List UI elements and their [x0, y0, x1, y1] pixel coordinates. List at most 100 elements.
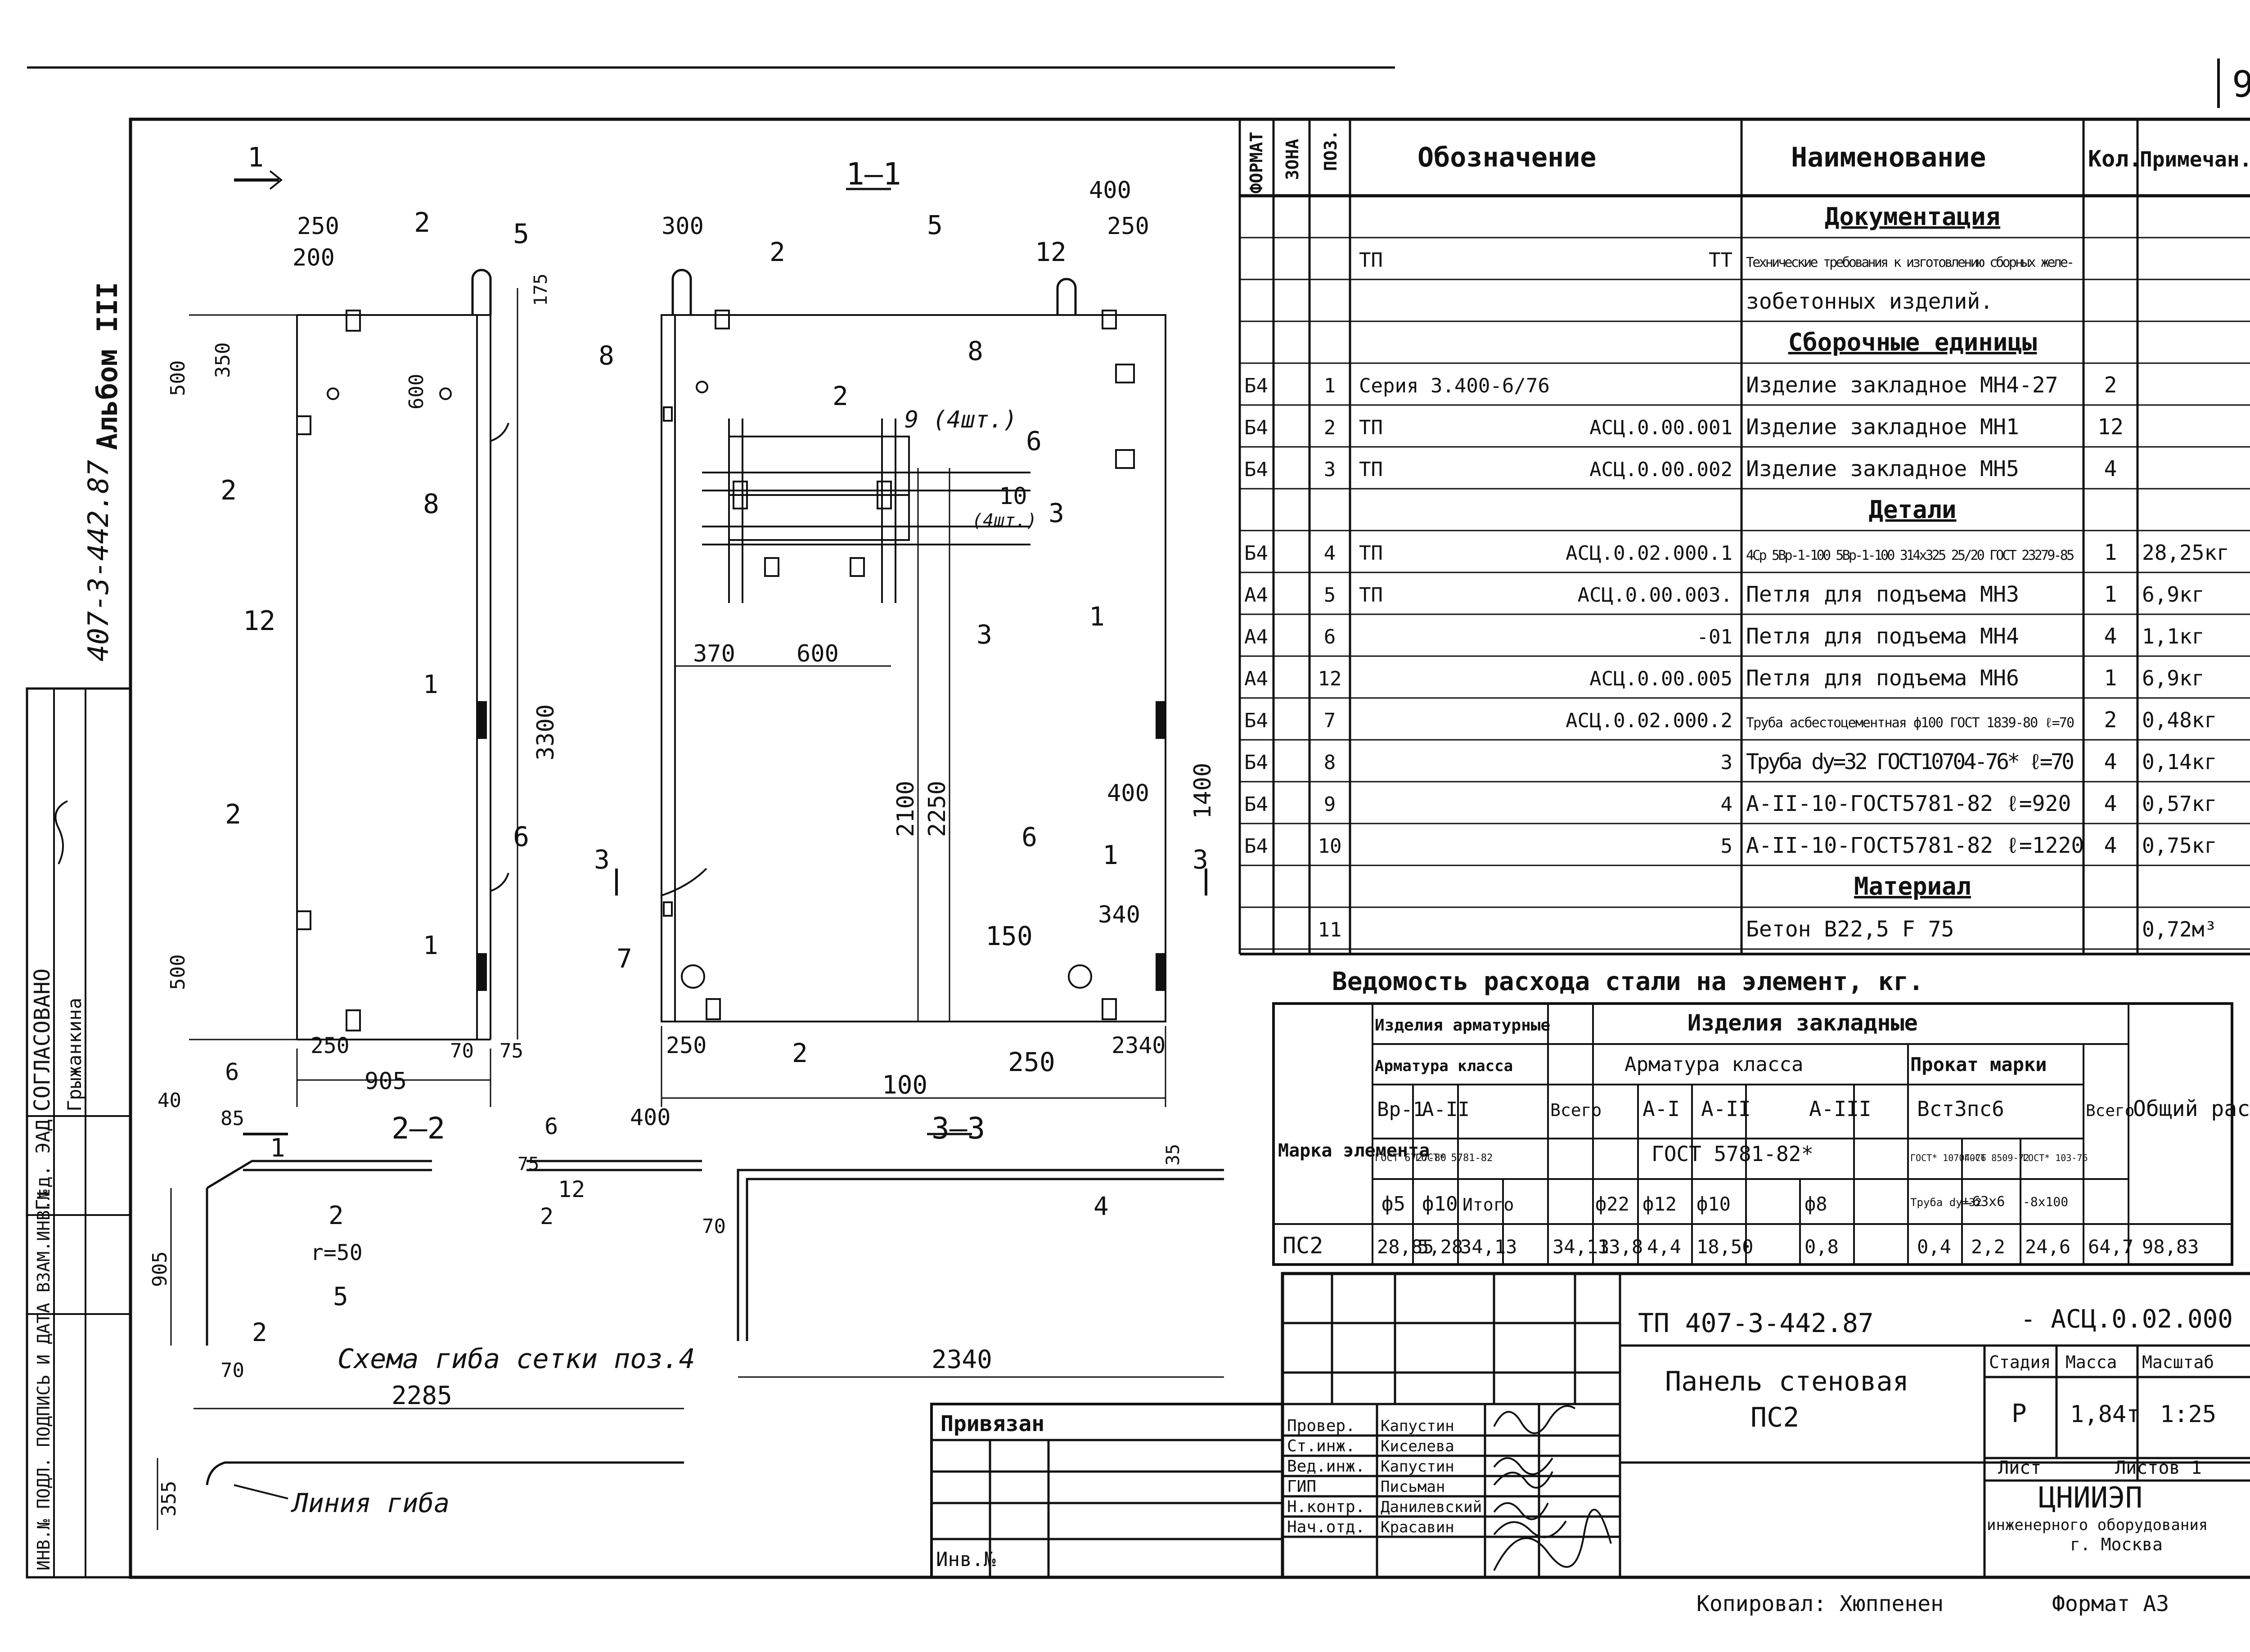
tb-person: Письман: [1381, 1478, 1445, 1496]
steel-h-d10b: ф10: [1696, 1193, 1731, 1215]
spec-pos: 11: [1318, 918, 1342, 941]
section2-dim-75: 75: [518, 1154, 539, 1175]
steel-cell: 2,2: [1971, 1236, 2005, 1258]
view1-label-1: 1: [248, 142, 264, 173]
tb-person: Красавин: [1381, 1518, 1454, 1536]
tb-role: Нач.отд.: [1287, 1518, 1365, 1536]
spec-section-heading: Материал: [1854, 872, 1971, 900]
steel-h-vst: Вст3пс6: [1917, 1097, 2004, 1121]
section2-dim-905: 905: [148, 1251, 171, 1287]
spec-name: Бетон В22,5 F 75: [1746, 917, 1954, 942]
steel-cell: 0,8: [1804, 1236, 1839, 1258]
spec-designation-a: ТП: [1359, 458, 1383, 481]
view-front-dim-2340: 100: [882, 1071, 927, 1100]
spec-format: Б4: [1244, 835, 1268, 858]
view1-pos-12: 12: [243, 605, 275, 637]
tb-name2: ПС2: [1750, 1402, 1799, 1433]
section2-pos-5: 5: [333, 1282, 348, 1311]
spec-designation-b: АСЦ.0.00.002: [1589, 458, 1732, 481]
steel-h-all1: Всего: [1550, 1100, 1602, 1120]
view-front-dim-250c: 2340: [1112, 1032, 1166, 1058]
steel-h-gost2: ГОСТ* 5781-82: [1415, 1152, 1493, 1164]
spec-format: Б4: [1244, 542, 1268, 565]
spec-note: 0,72м³: [2142, 917, 2217, 941]
spec-pos: 5: [1324, 584, 1336, 607]
view1-pos-2c: 2: [225, 799, 241, 830]
spec-format: А4: [1244, 626, 1268, 648]
steel-h-embed: Изделия закладные: [1688, 1010, 1918, 1036]
view-front-pos-9: 9 (4шт.): [904, 406, 1017, 433]
spec-qty: 12: [2097, 414, 2124, 440]
section2-label-1: 1: [270, 1134, 285, 1163]
spec-designation-a: ТП: [1359, 416, 1383, 439]
steel-cell: 18,50: [1696, 1236, 1753, 1258]
tb-privyazan: Привязан: [940, 1411, 1044, 1436]
spec-designation-b: 5: [1721, 835, 1733, 858]
steel-h-gost1: ГОСТ 6727-80: [1375, 1152, 1446, 1164]
view-panel-front: [615, 188, 1207, 1135]
spec-section-heading: Детали: [1868, 495, 1956, 524]
view-front-pos-2: 2: [770, 237, 785, 267]
steel-h-gost5: ГОСТ 8509-72: [1964, 1152, 2030, 1163]
spec-qty: 4: [2104, 749, 2117, 774]
tb-format: Формат А3: [2052, 1591, 2169, 1616]
spec-h-name: Наименование: [1791, 142, 1986, 173]
spec-note: 0,57кг: [2142, 792, 2217, 816]
steel-h-d5: ф5: [1382, 1193, 1405, 1215]
spec-name: зобетонных изделий.: [1746, 289, 1993, 314]
spec-pos: 9: [1324, 793, 1336, 816]
spec-note: 1,1кг: [2142, 624, 2204, 648]
tb-org3: г. Москва: [2070, 1535, 2163, 1554]
view-front-dim-400: 400: [1089, 177, 1131, 204]
spec-qty: 4: [2104, 791, 2117, 816]
spec-designation-b: 4: [1721, 793, 1733, 816]
view-front-pos-8b: 8: [968, 336, 983, 366]
spec-qty: 1: [2104, 666, 2117, 691]
tb-name1: Панель стеновая: [1665, 1366, 1909, 1397]
spec-designation-b: ТТ: [1709, 249, 1732, 272]
spec-designation-a: ТП: [1359, 249, 1383, 272]
steel-h-all2: Всего: [2086, 1102, 2134, 1120]
title-block-roles: Провер.КапустинСт.инж.КиселеваВед.инж.Ка…: [1287, 1417, 1482, 1536]
steel-cell: 34,13: [1552, 1236, 1609, 1258]
spec-format: Б4: [1244, 751, 1268, 774]
steel-h-strip: -8х100: [2023, 1194, 2068, 1209]
spec-qty: 4: [2104, 833, 2117, 858]
steel-h-armclass: Арматура класса: [1375, 1057, 1513, 1075]
section3-dim-2340: 2340: [932, 1345, 992, 1374]
spec-name: Изделие закладное МН5: [1746, 456, 2019, 482]
view-front-pos-3: 3: [976, 619, 992, 650]
view-front-dim-370: 370: [693, 640, 735, 667]
view1-dim-350: 350: [212, 342, 234, 378]
spec-designation-a: ТП: [1359, 542, 1383, 565]
spec-format: Б4: [1244, 374, 1268, 397]
spec-format: Б4: [1244, 793, 1268, 816]
steel-h-rolled: Прокат марки: [1910, 1053, 2047, 1076]
side-gtd: Гтд. ЭАД: [32, 1120, 54, 1211]
steel-h-d10: ф10: [1422, 1193, 1458, 1215]
steel-cell: 28,85: [1377, 1236, 1434, 1258]
view-front-pos-7b: 150: [986, 921, 1033, 951]
view-front-pos-2d: 250: [1008, 1047, 1055, 1077]
spec-designation-b: 3: [1721, 751, 1733, 774]
view-front-pos-8: 8: [598, 340, 614, 371]
bend-scheme: [157, 1408, 684, 1530]
spec-name: Технические требования к изготовлению сб…: [1746, 255, 2074, 270]
spec-format: Б4: [1244, 458, 1268, 481]
view-front-dim-300: 300: [662, 213, 704, 240]
view1-dim-250: 250: [297, 213, 339, 240]
steel-h-arm: Изделия арматурные: [1375, 1016, 1550, 1035]
spec-name: А-II-10-ГОСТ5781-82 ℓ=920: [1746, 791, 2071, 816]
spec-name: А-II-10-ГОСТ5781-82 ℓ=1220: [1746, 833, 2084, 858]
tb-role: Провер.: [1287, 1417, 1355, 1435]
steel-cell: 98,83: [2142, 1236, 2199, 1258]
spec-designation-b: АСЦ.0.02.000.2: [1566, 709, 1732, 732]
spec-name: Изделие закладное МН1: [1746, 414, 2019, 440]
side-stamp: Альбом III 407-3-442.87 СОГЛАСОВАНО Гтд.…: [26, 282, 132, 1579]
section2-pos-2: 2: [328, 1201, 344, 1230]
view-front-pos-1b: 1: [1102, 840, 1118, 870]
view-front-pos-6: 6: [1026, 426, 1042, 456]
spec-qty: 4: [2104, 624, 2117, 649]
